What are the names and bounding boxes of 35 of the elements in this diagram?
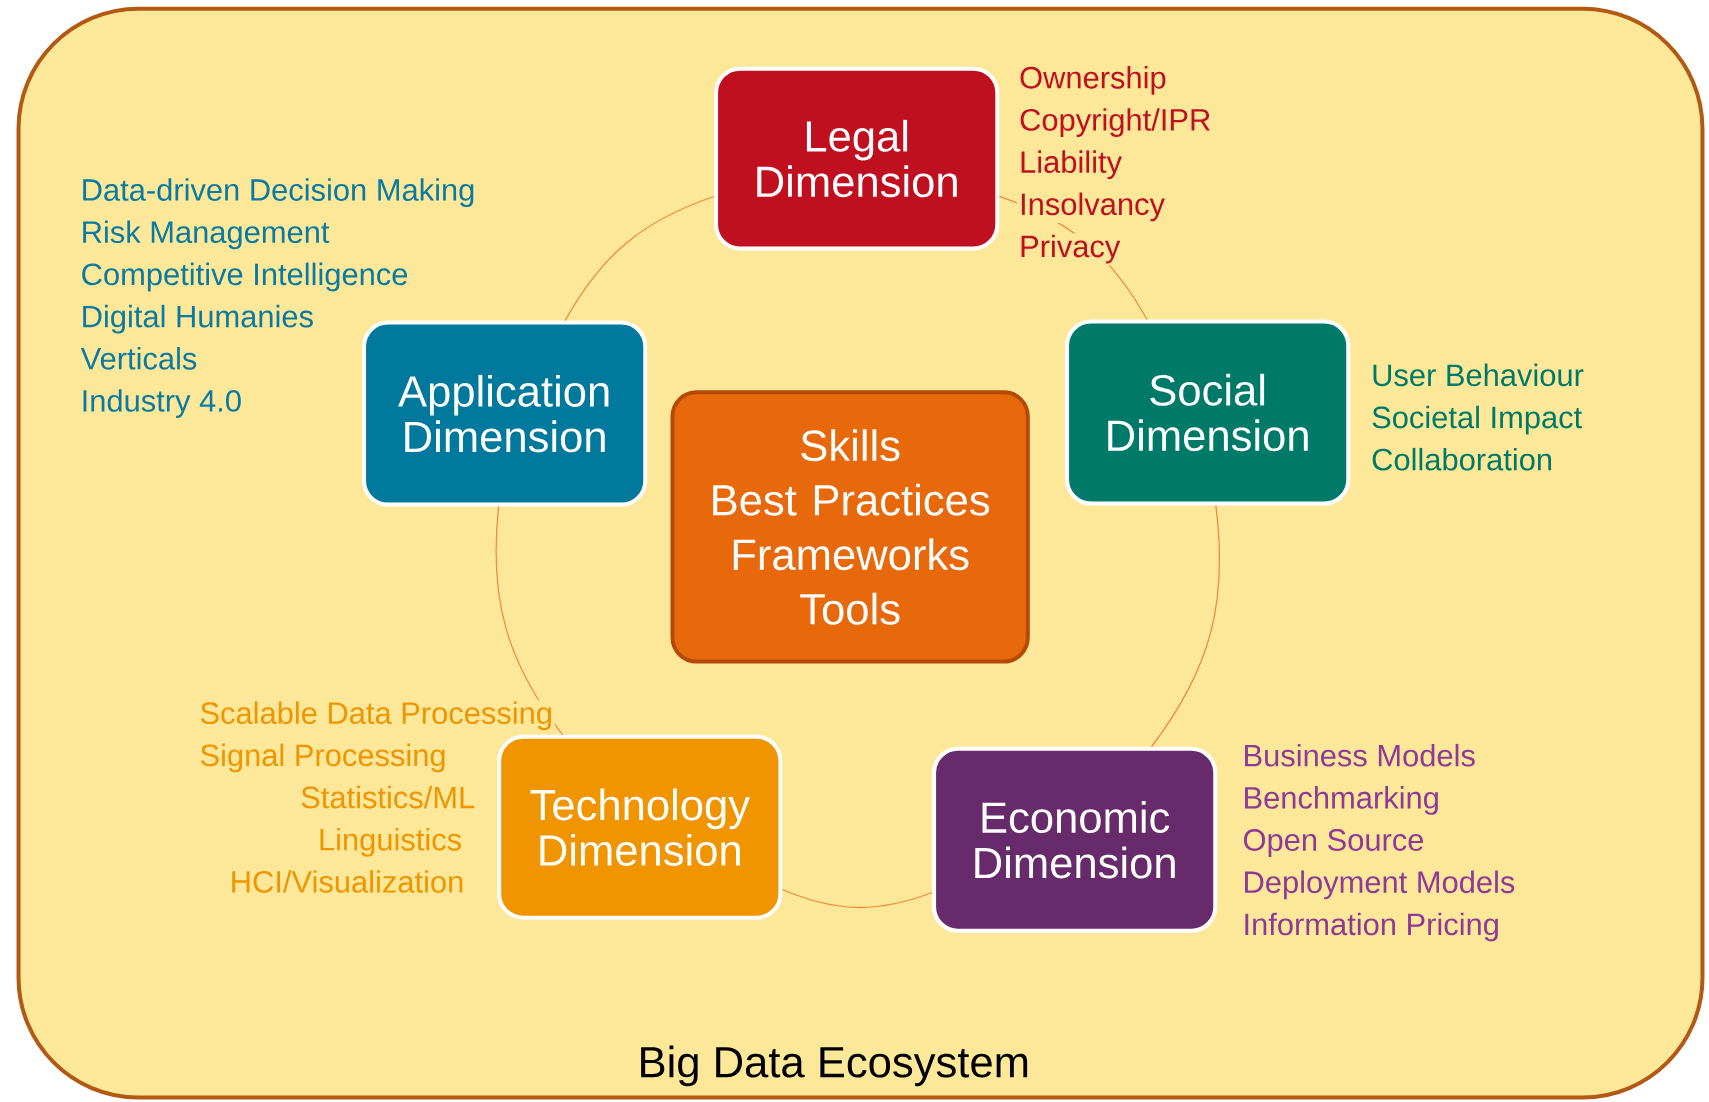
- topic-text: Liability: [1017, 149, 1124, 181]
- connector-arc: [781, 888, 933, 909]
- topic-text: Signal Processing: [197, 742, 449, 775]
- topic-text: Statistics/ML: [298, 784, 478, 817]
- center-box: Skills Best Practices Frameworks Tools: [670, 390, 1030, 664]
- topic-text: Deployment Models: [1240, 869, 1518, 902]
- ecosystem-label: Big Data Ecosystem: [641, 1045, 1028, 1087]
- connector-arc: [495, 506, 564, 736]
- dimension-box: Economic Dimension: [932, 746, 1218, 933]
- topic-text: User Behaviour: [1369, 362, 1586, 395]
- topic-text: Verticals: [78, 345, 200, 378]
- topic-text: Information Pricing: [1240, 911, 1502, 944]
- topic-text: Copyright/IPR: [1017, 106, 1214, 139]
- topic-text: Open Source: [1240, 827, 1427, 859]
- dimension-box: Application Dimension: [362, 320, 648, 507]
- topic-text: Data-driven Decision Making: [78, 177, 478, 209]
- topic-text: Risk Management: [78, 219, 332, 251]
- topic-text: Competitive Intelligence: [78, 261, 411, 294]
- topic-text: Industry 4.0: [78, 387, 244, 420]
- topic-text: Collaboration: [1369, 446, 1555, 479]
- topic-text: Benchmarking: [1240, 784, 1442, 817]
- dimension-box: Technology Dimension: [497, 734, 783, 920]
- topic-text: Business Models: [1240, 742, 1478, 775]
- topic-text: Insolvancy: [1017, 191, 1167, 224]
- topic-text: Linguistics: [316, 826, 464, 859]
- topic-text: Ownership: [1017, 64, 1169, 97]
- topic-text: HCI/Visualization: [227, 868, 467, 901]
- topic-text: Privacy: [1017, 233, 1123, 266]
- topic-text: Digital Humanies: [78, 303, 316, 336]
- topic-text: Scalable Data Processing: [197, 700, 555, 732]
- dimension-box: Social Dimension: [1065, 319, 1351, 506]
- connector-arc: [1150, 504, 1221, 748]
- topic-text: Societal Impact: [1369, 404, 1585, 437]
- dimension-box: Legal Dimension: [714, 66, 1000, 251]
- connector-arc: [564, 195, 715, 322]
